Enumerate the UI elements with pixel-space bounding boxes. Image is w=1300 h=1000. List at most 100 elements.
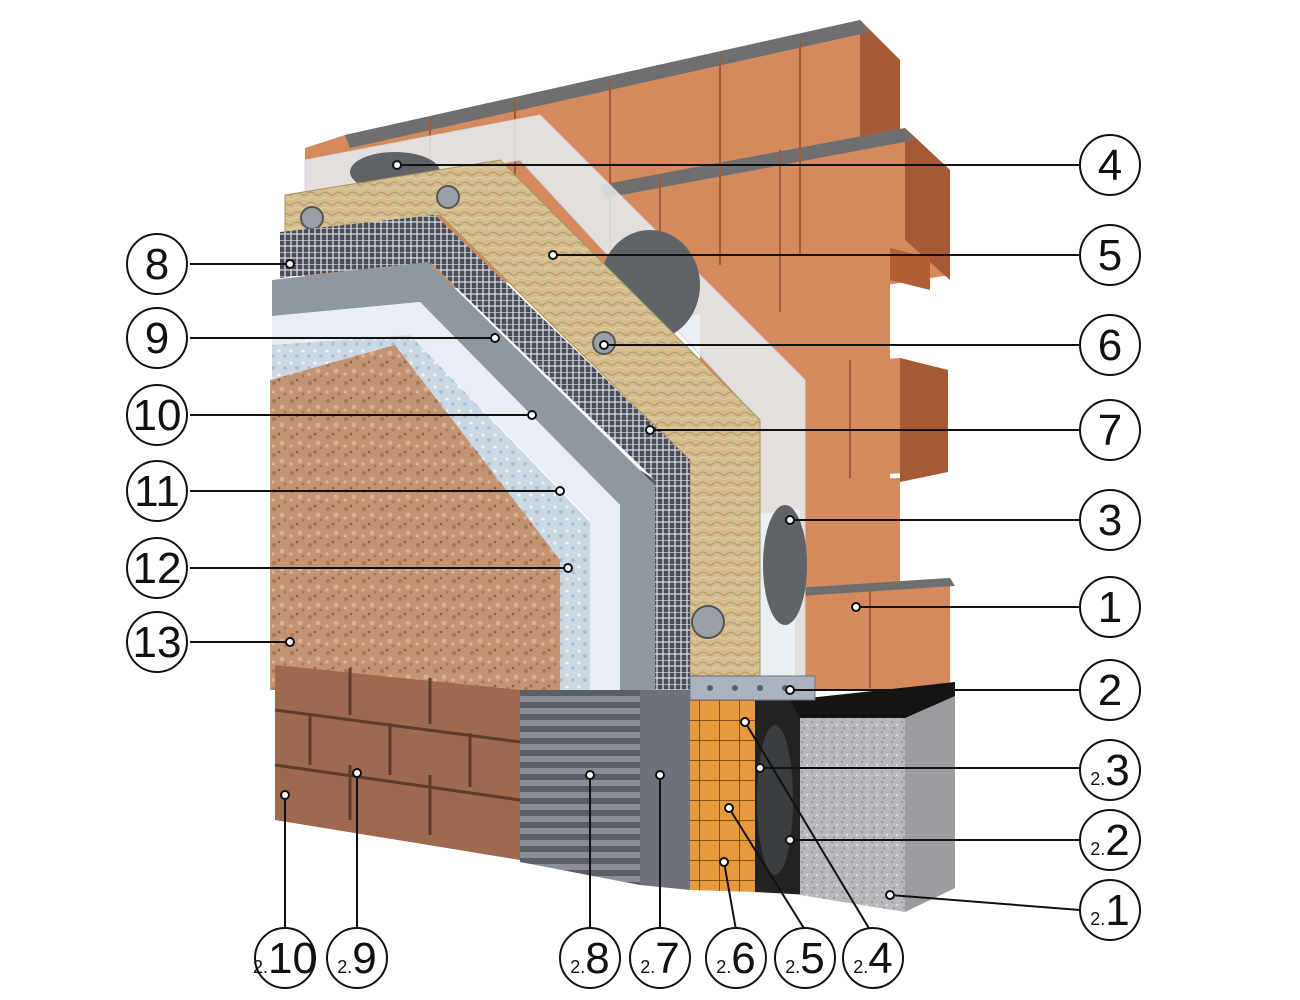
- callout-number: 4: [1098, 141, 1122, 190]
- callout-number: 12: [133, 544, 182, 593]
- callout-prefix: 2.: [337, 957, 352, 977]
- callout-1: 1: [1079, 576, 1141, 638]
- callout-circle: [1079, 809, 1141, 871]
- callout-2: 2: [1079, 659, 1141, 721]
- callout-circle: [326, 927, 388, 989]
- callout-number: 5: [800, 934, 824, 983]
- callout-3: 3: [1079, 489, 1141, 551]
- callout-label: 2.8: [570, 934, 610, 983]
- callout-circle: [126, 307, 188, 369]
- callout-circle: [1079, 224, 1141, 286]
- callout-number: 2: [1105, 816, 1129, 865]
- callout-label: 2.1: [1090, 886, 1130, 935]
- callout-number: 2: [1098, 666, 1122, 715]
- callout-2-6: 2.6: [705, 927, 767, 989]
- primer-layer: [272, 262, 655, 690]
- callout-number: 9: [352, 934, 376, 983]
- callout-circle: [126, 460, 188, 522]
- callout-circle: [1079, 576, 1141, 638]
- callout-number: 6: [731, 934, 755, 983]
- starter-profile: [689, 675, 816, 701]
- callout-label: 8: [145, 240, 169, 289]
- callout-label: 2.5: [785, 934, 825, 983]
- callout-2-8: 2.8: [559, 927, 621, 989]
- callout-circle: [1079, 739, 1141, 801]
- callout-2-5: 2.5: [774, 927, 836, 989]
- tile-adhesive: [520, 690, 640, 885]
- callout-label: 13: [133, 618, 182, 667]
- callout-number: 13: [133, 618, 182, 667]
- callout-number: 3: [1098, 496, 1122, 545]
- callout-prefix: 2.: [640, 957, 655, 977]
- callout-number: 10: [268, 934, 317, 983]
- callout-circle: [1079, 659, 1141, 721]
- callout-number: 5: [1098, 231, 1122, 280]
- plinth-tiles: [274, 665, 521, 860]
- callout-circle: [1079, 399, 1141, 461]
- callout-6: 6: [1079, 314, 1141, 376]
- callout-9: 9: [126, 307, 188, 369]
- leader-lines: [190, 164, 1081, 931]
- callout-prefix: 2.: [1090, 909, 1105, 929]
- callout-prefix: 2.: [1090, 839, 1105, 859]
- callout-circle: [1079, 489, 1141, 551]
- callout-label: 2: [1098, 666, 1122, 715]
- callout-number: 8: [145, 240, 169, 289]
- callout-4: 4: [1079, 134, 1141, 196]
- callout-label: 2.10: [253, 934, 317, 983]
- callout-circle: [1079, 134, 1141, 196]
- callout-2-1: 2.1: [1079, 879, 1141, 941]
- callout-prefix: 2.: [1090, 769, 1105, 789]
- callout-circle: [774, 927, 836, 989]
- callout-label: 1: [1098, 583, 1122, 632]
- callout-13: 13: [126, 611, 188, 673]
- callout-label: 3: [1098, 496, 1122, 545]
- callout-8: 8: [126, 233, 188, 295]
- callout-circle: [126, 537, 188, 599]
- plinth-primer: [640, 690, 690, 890]
- callout-number: 1: [1098, 583, 1122, 632]
- leader-dots: [280, 160, 895, 900]
- callout-label: 2.4: [853, 934, 893, 983]
- callout-10: 10: [126, 384, 188, 446]
- callout-circle: [705, 927, 767, 989]
- callout-circle: [629, 927, 691, 989]
- callout-2-3: 2.3: [1079, 739, 1141, 801]
- callout-label: 12: [133, 544, 182, 593]
- callout-circle: [1079, 314, 1141, 376]
- callout-circle: [126, 384, 188, 446]
- callout-prefix: 2.: [716, 957, 731, 977]
- callout-2-2: 2.2: [1079, 809, 1141, 871]
- base-coat-layer: [272, 302, 620, 690]
- callout-label: 2.2: [1090, 816, 1130, 865]
- callout-circle: [842, 927, 904, 989]
- callout-circle: [126, 233, 188, 295]
- callout-number: 11: [134, 467, 180, 516]
- callout-prefix: 2.: [570, 957, 585, 977]
- callout-number: 3: [1105, 746, 1129, 795]
- callout-number: 6: [1098, 321, 1122, 370]
- callout-label: 11: [134, 467, 180, 516]
- callout-label: 10: [133, 391, 182, 440]
- callouts-left: 8 9 10 11 12 13: [126, 233, 188, 673]
- callout-2-7: 2.7: [629, 927, 691, 989]
- callout-11: 11: [126, 460, 188, 522]
- callout-number: 9: [145, 314, 169, 363]
- callout-number: 4: [868, 934, 892, 983]
- callout-prefix: 2.: [253, 957, 268, 977]
- callout-circle: [254, 927, 316, 989]
- callout-2-4: 2.4: [842, 927, 904, 989]
- decorative-render: [270, 345, 560, 690]
- callout-number: 7: [655, 934, 679, 983]
- callout-number: 7: [1098, 406, 1122, 455]
- anchor-dowel: [691, 605, 725, 639]
- callout-prefix: 2.: [785, 957, 800, 977]
- xps-board: [690, 698, 755, 892]
- callout-12: 12: [126, 537, 188, 599]
- adhesive-blob: [757, 725, 793, 875]
- callout-5: 5: [1079, 224, 1141, 286]
- callout-label: 2.6: [716, 934, 756, 983]
